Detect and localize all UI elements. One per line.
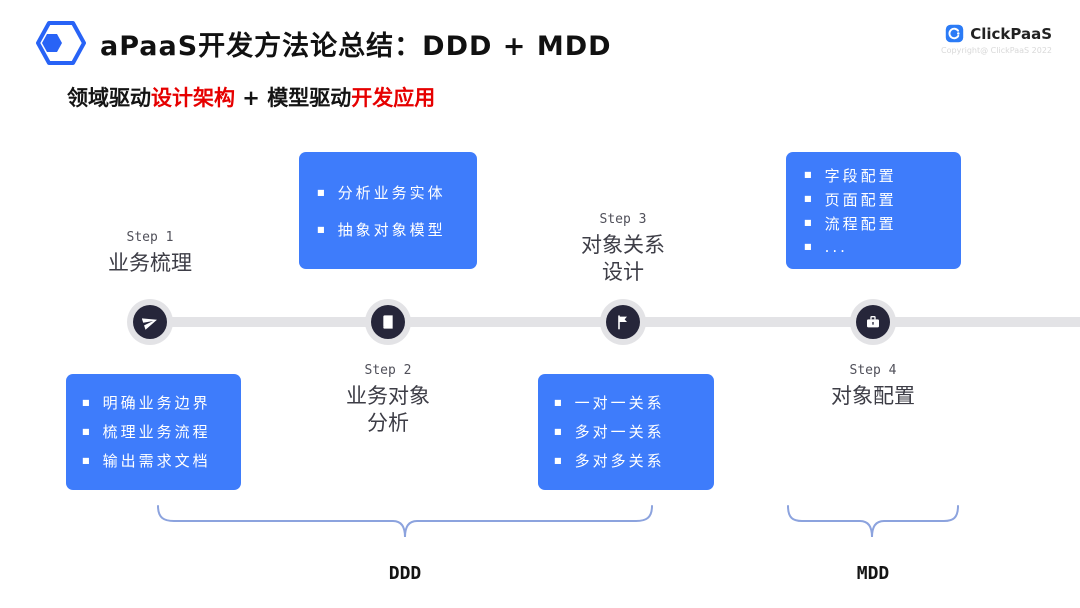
- bullet-square-icon: ■: [554, 426, 565, 436]
- clickpaas-logo-text: ClickPaaS: [970, 24, 1052, 43]
- callout-item: ■字段配置: [804, 166, 897, 185]
- callout-item: ■一对一关系: [554, 394, 665, 412]
- timeline-node-4: [850, 299, 896, 345]
- clickpaas-logo-icon: [945, 24, 964, 43]
- callout-item: ■...: [804, 238, 848, 256]
- subtitle-black-1: 领域驱动: [67, 86, 151, 110]
- callout-step-2: ■分析业务实体 ■抽象对象模型: [299, 152, 477, 269]
- hexagon-logo-icon: [36, 21, 86, 65]
- briefcase-icon: [856, 305, 890, 339]
- step-2-label: Step 2 业务对象 分析: [346, 363, 430, 437]
- callout-item: ■输出需求文档: [82, 452, 211, 470]
- step-number: Step 3: [599, 212, 647, 227]
- timeline-node-2: [365, 299, 411, 345]
- callout-item: ■抽象对象模型: [317, 221, 446, 239]
- bullet-square-icon: ■: [82, 426, 93, 436]
- callout-item: ■多对一关系: [554, 423, 665, 441]
- callout-item: ■梳理业务流程: [82, 423, 211, 441]
- book-icon: [371, 305, 405, 339]
- bullet-square-icon: ■: [82, 455, 93, 465]
- bullet-square-icon: ■: [804, 170, 815, 179]
- bullet-square-icon: ■: [804, 218, 815, 227]
- timeline-node-3: [600, 299, 646, 345]
- bullet-square-icon: ■: [804, 242, 815, 251]
- callout-item: ■页面配置: [804, 190, 897, 209]
- page-title: aPaaS开发方法论总结：DDD + MDD: [100, 31, 612, 62]
- group-label-mdd: MDD: [856, 563, 890, 584]
- bullet-square-icon: ■: [317, 224, 328, 234]
- group-label-ddd: DDD: [388, 563, 422, 584]
- step-title-line2: 设计: [602, 260, 644, 284]
- brace-ddd: [157, 505, 653, 538]
- callout-item: ■流程配置: [804, 214, 897, 233]
- callout-item: ■明确业务边界: [82, 394, 211, 412]
- step-number: Step 2: [364, 363, 412, 378]
- flag-icon: [606, 305, 640, 339]
- subtitle-black-2: + 模型驱动: [235, 86, 352, 110]
- step-title-line2: 分析: [367, 411, 409, 435]
- step-title: 业务对象: [346, 384, 430, 408]
- subtitle-red-2: 开发应用: [351, 86, 436, 110]
- copyright-text: Copyright@ ClickPaaS 2022: [941, 46, 1052, 55]
- timeline-node-1: [127, 299, 173, 345]
- step-title: 对象配置: [831, 384, 915, 408]
- step-1-label: Step 1 业务梳理: [108, 230, 192, 277]
- callout-step-1: ■明确业务边界 ■梳理业务流程 ■输出需求文档: [66, 374, 241, 490]
- callout-item: ■多对多关系: [554, 452, 665, 470]
- step-number: Step 4: [849, 363, 897, 378]
- bullet-square-icon: ■: [804, 194, 815, 203]
- step-3-label: Step 3 对象关系 设计: [581, 212, 665, 286]
- callout-item: ■分析业务实体: [317, 184, 446, 202]
- brace-mdd: [787, 505, 959, 538]
- paper-plane-icon: [133, 305, 167, 339]
- brand-block: ClickPaaS Copyright@ ClickPaaS 2022: [941, 24, 1052, 56]
- callout-step-3: ■一对一关系 ■多对一关系 ■多对多关系: [538, 374, 714, 490]
- step-number: Step 1: [126, 230, 174, 245]
- bullet-square-icon: ■: [317, 187, 328, 197]
- subtitle: 领域驱动设计架构 + 模型驱动开发应用: [67, 82, 435, 112]
- bullet-square-icon: ■: [554, 397, 565, 407]
- step-4-label: Step 4 对象配置: [831, 363, 915, 410]
- subtitle-red-1: 设计架构: [151, 86, 235, 110]
- bullet-square-icon: ■: [82, 397, 93, 407]
- bullet-square-icon: ■: [554, 455, 565, 465]
- step-title: 业务梳理: [108, 251, 192, 275]
- step-title: 对象关系: [581, 233, 665, 257]
- callout-step-4: ■字段配置 ■页面配置 ■流程配置 ■...: [786, 152, 961, 269]
